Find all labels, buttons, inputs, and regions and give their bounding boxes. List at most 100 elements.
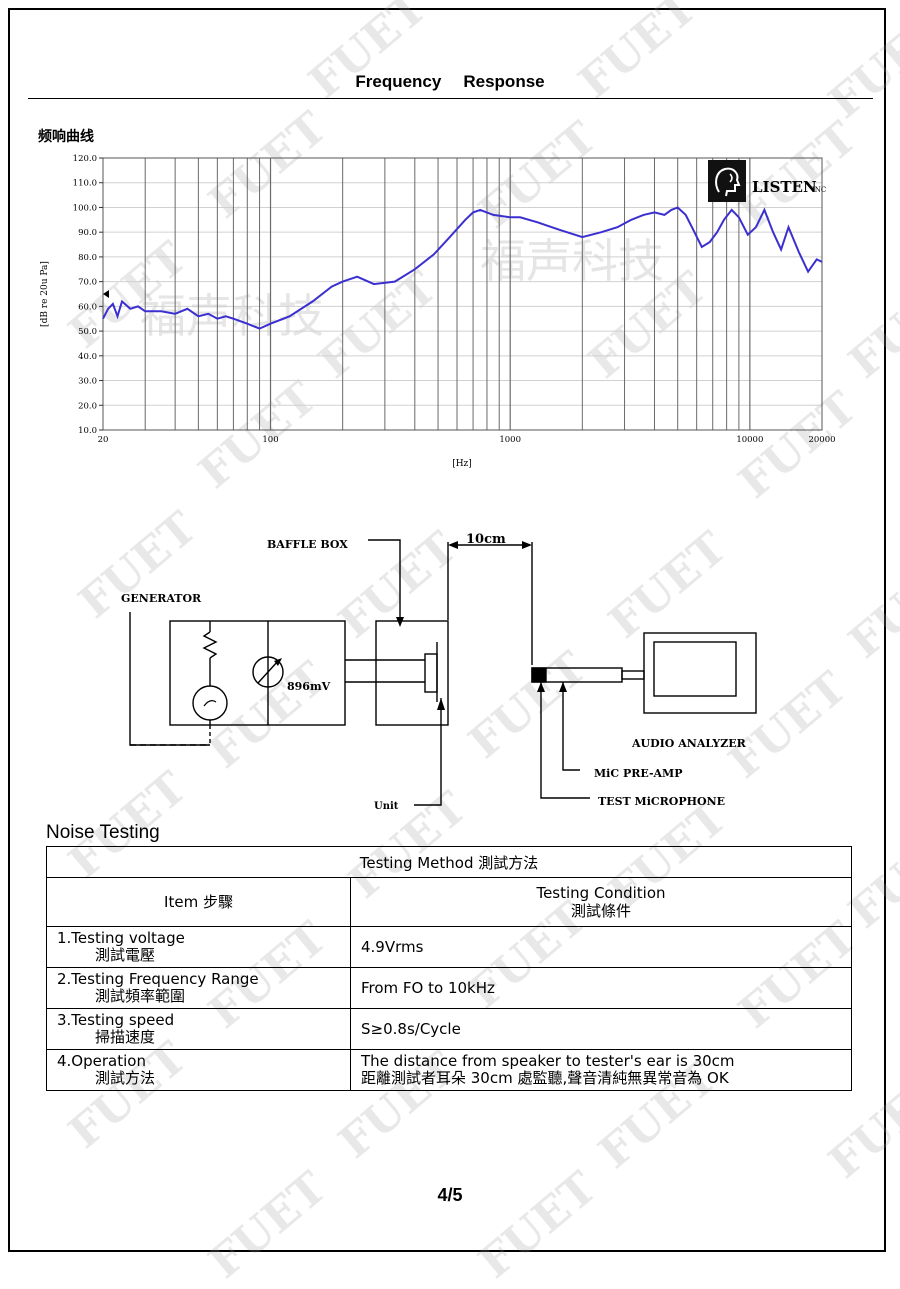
- noise-testing-title: Noise Testing: [46, 822, 160, 843]
- y-tick-label: 30.0: [78, 377, 97, 387]
- distance-arrow-right: [522, 541, 532, 549]
- y-tick-label: 120.0: [73, 154, 97, 164]
- y-tick-label: 90.0: [78, 228, 97, 238]
- y-tick-label: 110.0: [73, 179, 97, 189]
- condition-cell: 4.9Vrms: [350, 926, 852, 968]
- distance-arrow-left: [448, 541, 458, 549]
- audio-analyzer-box: [643, 632, 757, 714]
- preamp-arrow: [559, 682, 567, 692]
- item-cell: 1.Testing voltage 測試電壓: [46, 926, 351, 968]
- sine-icon: [203, 700, 217, 707]
- chart-grid: [102, 157, 823, 431]
- baffle-box: [375, 620, 449, 726]
- item-label: 2.Testing Frequency Range: [57, 970, 259, 988]
- page-title-word1: Frequency: [355, 72, 442, 91]
- page-title-word2: Response: [463, 72, 545, 91]
- resistor-icon: [202, 631, 218, 659]
- voltage-label: 896mV: [287, 680, 331, 693]
- method-header: Testing Method 測試方法: [46, 846, 852, 878]
- condition-cell: The distance from speaker to tester's ea…: [350, 1049, 852, 1091]
- generator-label: GENERATOR: [121, 592, 202, 605]
- voltmeter-icon: [252, 656, 284, 688]
- condition-cell: From FO to 10kHz: [350, 967, 852, 1009]
- preamp-leader: [562, 682, 580, 771]
- y-axis-ticks: 120.0 110.0 100.0 90.0 80.0 70.0 60.0 50.0 40.0 3…: [73, 154, 103, 436]
- y-tick-label: 60.0: [78, 302, 97, 312]
- mic-arrow: [537, 682, 545, 692]
- unit-arrow: [437, 698, 445, 710]
- item-cell: 3.Testing speed 掃描速度: [46, 1008, 351, 1050]
- x-tick-label: 20: [98, 435, 109, 445]
- condition-value-cn: 距離測試者耳朵 30cm 處監聽,聲音清純無異常音為 OK: [361, 1069, 729, 1087]
- mic-leader: [540, 682, 590, 799]
- microphone-capsule: [531, 667, 547, 683]
- generator-box: [169, 620, 346, 726]
- item-label-cn: 測試電壓: [95, 946, 156, 964]
- y-axis-label: [dB re 20u Pa]: [40, 261, 50, 327]
- x-tick-label: 1000: [499, 435, 521, 445]
- table-row: 3.Testing speed 掃描速度 S≥0.8s/Cycle: [46, 1008, 852, 1050]
- page-title: Frequency Response: [0, 72, 900, 92]
- item-cell: 2.Testing Frequency Range 測試頻率範圍: [46, 967, 351, 1009]
- col-condition-label-cn: 測試條件: [570, 902, 631, 920]
- page-border: [8, 8, 886, 1252]
- microphone-connector: [621, 670, 645, 680]
- unit-label: Unit: [374, 801, 399, 812]
- logo-brand: LISTEN: [752, 178, 817, 196]
- baffle-leader: [368, 539, 401, 617]
- y-tick-label: 10.0: [78, 426, 97, 436]
- listen-logo: LISTEN INC: [708, 160, 826, 202]
- page-number: 4/5: [437, 1185, 463, 1205]
- baffle-box-label: BAFFLE BOX: [267, 538, 348, 551]
- y-tick-label: 20.0: [78, 401, 97, 411]
- x-tick-label: 10000: [736, 435, 763, 445]
- item-cell: 4.Operation 測試方法: [46, 1049, 351, 1091]
- unit-leader: [414, 698, 442, 806]
- x-tick-label: 100: [262, 435, 278, 445]
- table-row: 1.Testing voltage 測試電壓 4.9Vrms: [46, 926, 852, 968]
- condition-value: The distance from speaker to tester's ea…: [361, 1052, 735, 1070]
- condition-value: From FO to 10kHz: [361, 978, 495, 997]
- x-axis-label: [Hz]: [452, 459, 472, 469]
- logo-ear-icon: [729, 173, 733, 183]
- response-curve: [102, 206, 823, 330]
- chart-title: 频响曲线: [38, 129, 94, 145]
- col-item-header: Item 步驟: [46, 877, 351, 927]
- condition-value: 4.9Vrms: [361, 937, 424, 956]
- col-condition-label: Testing Condition: [536, 884, 666, 902]
- voltmeter-needle: [257, 660, 279, 684]
- mic-preamp-label: MiC PRE-AMP: [594, 767, 683, 780]
- curve-start-marker: [103, 290, 109, 298]
- col-condition-header: Testing Condition 測試條件: [350, 877, 852, 927]
- table-row: 4.Operation 測試方法 The distance from speak…: [46, 1049, 852, 1091]
- x-tick-label: 20000: [808, 435, 835, 445]
- ac-source-icon: [192, 685, 228, 721]
- logo-suffix: INC: [812, 186, 826, 194]
- test-setup-diagram: BAFFLE BOX 10cm GENERATOR 896mV AUDIO AN…: [121, 532, 757, 812]
- y-tick-label: 70.0: [78, 278, 97, 288]
- item-label-cn: 測試方法: [95, 1069, 156, 1087]
- noise-test-table: Testing Method 測試方法 Item 步驟 Testing Cond…: [46, 846, 852, 1091]
- speaker-unit: [424, 653, 438, 693]
- analyzer-screen: [653, 641, 737, 697]
- y-tick-label: 80.0: [78, 253, 97, 263]
- distance-label: 10cm: [466, 532, 506, 547]
- item-label-cn: 測試頻率範圍: [95, 987, 186, 1005]
- condition-value: S≥0.8s/Cycle: [361, 1019, 461, 1038]
- baffle-arrow: [396, 617, 404, 627]
- needle-arrow: [274, 658, 282, 666]
- y-tick-label: 100.0: [73, 203, 97, 213]
- item-label: 4.Operation: [57, 1052, 146, 1070]
- y-tick-label: 40.0: [78, 352, 97, 362]
- item-label: 3.Testing speed: [57, 1011, 175, 1029]
- y-tick-label: 50.0: [78, 327, 97, 337]
- table-row: 2.Testing Frequency Range 測試頻率範圍 From FO…: [46, 967, 852, 1009]
- condition-cell: S≥0.8s/Cycle: [350, 1008, 852, 1050]
- item-label-cn: 掃描速度: [95, 1028, 156, 1046]
- header-rule: [28, 98, 873, 99]
- frequency-response-chart: 120.0 110.0 100.0 90.0 80.0 70.0 60.0 50.0 40.0 3…: [40, 154, 836, 469]
- audio-analyzer-label: AUDIO ANALYZER: [631, 737, 747, 750]
- logo-head-icon: [715, 167, 741, 197]
- test-microphone-label: TEST MiCROPHONE: [598, 795, 725, 808]
- x-axis-ticks: 20 100 1000 10000 20000: [98, 435, 836, 445]
